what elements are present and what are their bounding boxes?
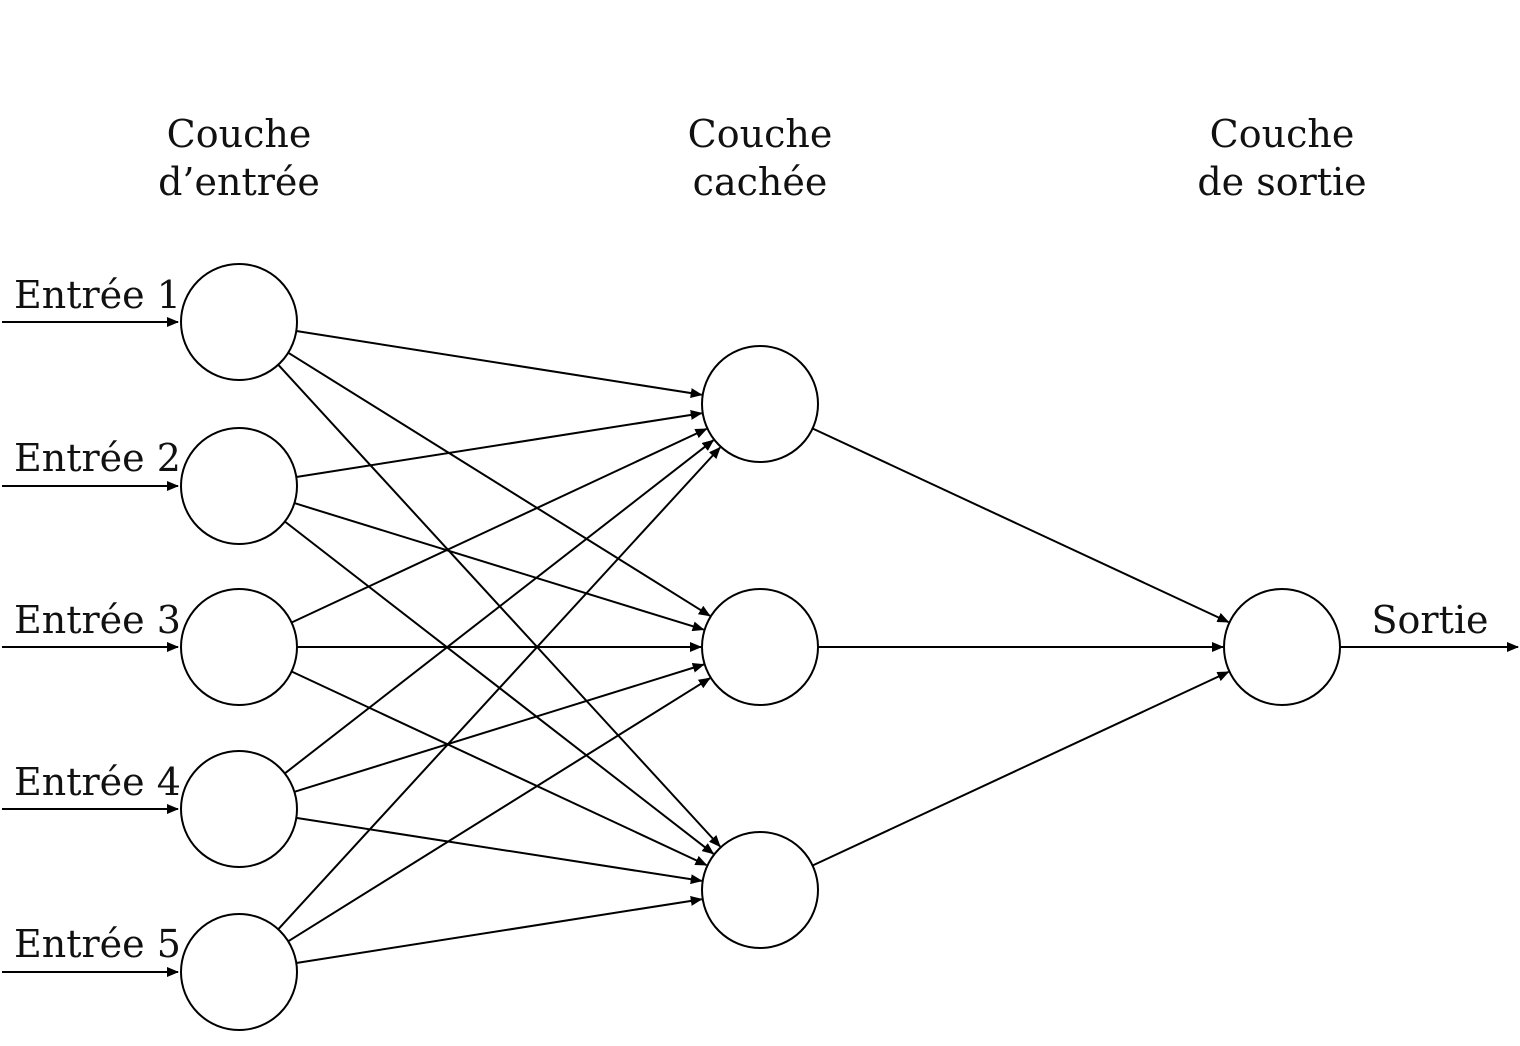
input-label-1: Entrée 1 bbox=[14, 273, 181, 317]
edge-input-3-to-hidden-1 bbox=[291, 427, 708, 624]
edge-input-1-to-hidden-2 bbox=[287, 351, 711, 617]
edge-input-4-to-hidden-3 bbox=[296, 816, 703, 885]
hidden-layer-title-line1: Couche bbox=[688, 112, 833, 156]
connections bbox=[277, 330, 1230, 964]
output-layer-title-line1: Couche bbox=[1210, 112, 1355, 156]
input-arrows bbox=[2, 317, 179, 977]
output-label: Sortie bbox=[1372, 598, 1489, 642]
edge-input-3-to-hidden-3 bbox=[291, 670, 708, 867]
hidden-neuron-3 bbox=[701, 831, 819, 949]
hidden-layer-title-line2: cachée bbox=[693, 160, 828, 204]
hidden-neuron-1 bbox=[701, 345, 819, 463]
output-layer-title-line2: de sortie bbox=[1197, 160, 1366, 204]
edge-input-5-to-hidden-1 bbox=[277, 446, 721, 930]
input-layer-title-line2: d’entrée bbox=[158, 160, 320, 204]
edge-input-2-to-hidden-2 bbox=[294, 502, 705, 632]
edge-input-4-to-hidden-2 bbox=[294, 662, 705, 793]
hidden-neuron-2 bbox=[701, 588, 819, 706]
edge-hidden-1-to-output bbox=[812, 427, 1230, 624]
edge-hidden-3-to-output bbox=[812, 670, 1230, 867]
input-neuron-3 bbox=[180, 588, 298, 706]
edge-input-5-to-hidden-3 bbox=[296, 895, 703, 964]
edge-input-1-to-hidden-1 bbox=[296, 330, 703, 399]
input-neuron-4 bbox=[180, 750, 298, 868]
edge-input-5-to-hidden-2 bbox=[287, 677, 711, 943]
edge-input-4-to-hidden-1 bbox=[284, 439, 715, 775]
edge-input-2-to-hidden-1 bbox=[296, 409, 703, 478]
input-layer-title-line1: Couche bbox=[167, 112, 312, 156]
input-neuron-2 bbox=[180, 427, 298, 545]
output-neuron bbox=[1223, 588, 1341, 706]
input-neuron-1 bbox=[180, 263, 298, 381]
input-label-4: Entrée 4 bbox=[14, 760, 181, 804]
input-label-2: Entrée 2 bbox=[14, 436, 181, 480]
input-neuron-5 bbox=[180, 913, 298, 1031]
input-label-5: Entrée 5 bbox=[14, 922, 181, 966]
input-label-3: Entrée 3 bbox=[14, 598, 181, 642]
